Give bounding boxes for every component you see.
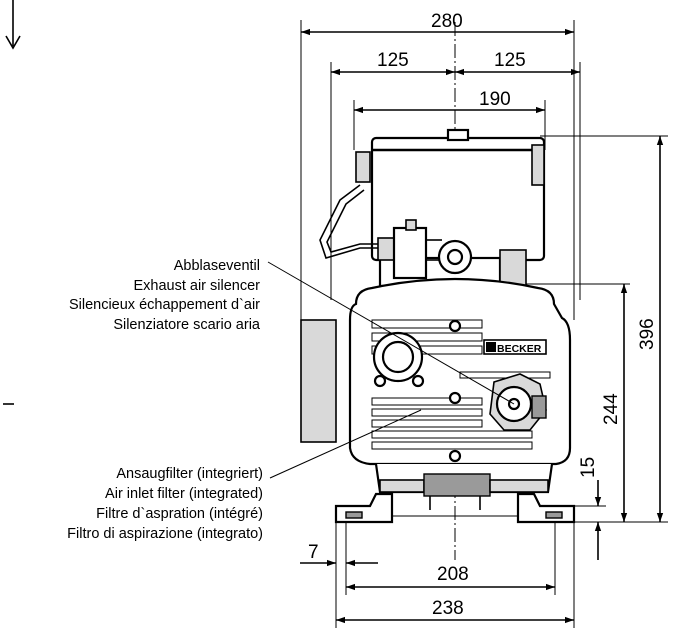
brand-logo: BECKER [497, 343, 542, 355]
callout-exhaust: Abblaseventil Exhaust air silencer Silen… [69, 258, 261, 333]
dim-half-right: 125 [494, 50, 526, 71]
inlet-label-it: Filtro di aspirazione (integrato) [67, 526, 263, 542]
inlet-label-fr: Filtre d`aspration (intégré) [96, 506, 263, 522]
exhaust-label-de: Abblaseventil [174, 258, 260, 274]
dim-overall-width: 280 [431, 11, 463, 32]
exhaust-label-it: Silenziatore scario aria [113, 317, 261, 333]
inlet-label-de: Ansaugfilter (integriert) [116, 466, 263, 482]
dim-base-width: 238 [432, 598, 464, 619]
callout-inlet: Ansaugfilter (integriert) Air inlet filt… [67, 466, 263, 542]
exhaust-label-fr: Silencieux échappement d`air [69, 297, 260, 313]
leader-lines [267, 261, 515, 479]
dim-overall-height: 396 [637, 318, 658, 350]
dim-half-left: 125 [377, 50, 409, 71]
inlet-label-en: Air inlet filter (integrated) [105, 486, 263, 502]
dim-motor-width: 190 [479, 89, 511, 110]
dimension-lines [300, 28, 664, 624]
dim-foot-height: 15 [578, 457, 599, 478]
dimension-labels: 280 125 125 190 396 244 15 7 208 238 [308, 11, 658, 619]
dim-axis-height: 244 [601, 393, 622, 425]
dim-foot-offset: 7 [308, 542, 319, 563]
pump-drawing: BECKER [300, 128, 576, 524]
edge-marks [3, 0, 21, 405]
exhaust-label-en: Exhaust air silencer [133, 278, 260, 294]
dim-foot-spacing: 208 [437, 564, 469, 585]
